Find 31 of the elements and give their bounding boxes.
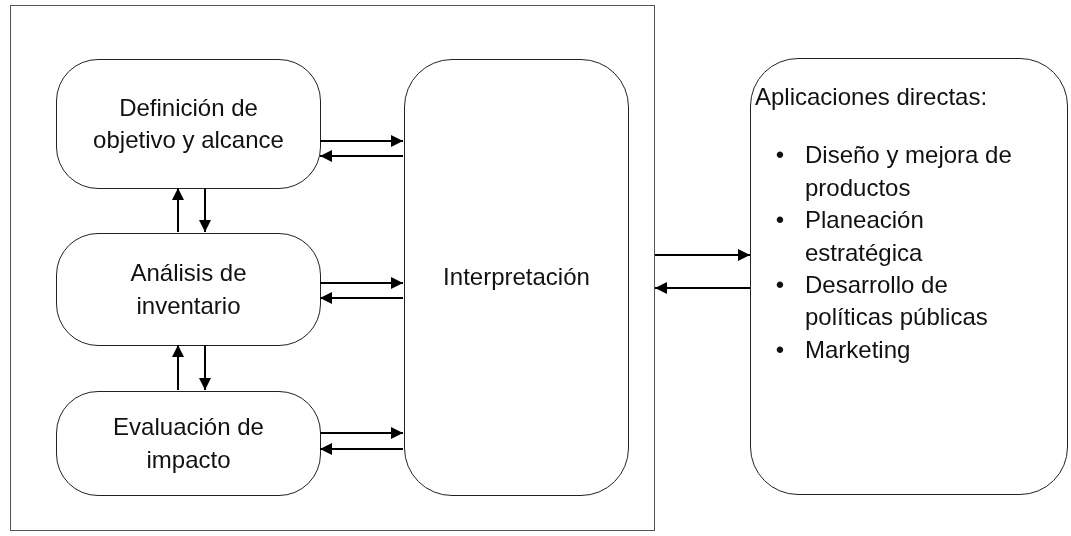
arrow: [319, 427, 404, 439]
process-box: [404, 59, 629, 496]
bullet-mark: •: [774, 205, 786, 236]
framework-frame: [10, 5, 655, 531]
arrow: [319, 135, 404, 147]
node-label: Análisis de inventario: [129, 258, 248, 321]
arrow: [319, 292, 404, 304]
arrow: [654, 282, 751, 294]
arrow: [319, 150, 404, 162]
arrow: [319, 443, 404, 455]
bullet-mark: •: [774, 140, 786, 171]
process-box: [56, 59, 321, 189]
applications-box: [750, 58, 1068, 495]
bullet-mark: •: [774, 334, 786, 365]
arrow: [654, 249, 751, 261]
list-item: Planeación estratégica: [805, 205, 925, 268]
arrow: [199, 344, 211, 391]
list-item: Desarrollo de políticas públicas: [805, 269, 989, 333]
arrow: [319, 277, 404, 289]
arrow: [172, 187, 184, 233]
process-box: [56, 391, 321, 496]
list-item: Diseño y mejora de productos: [805, 140, 1013, 203]
arrow: [199, 187, 211, 233]
process-box: [56, 233, 321, 346]
node-label: Evaluación de impacto: [112, 412, 265, 475]
list-item: Marketing: [805, 334, 911, 365]
bullet-mark: •: [774, 269, 786, 300]
node-label: Definición de objetivo y alcance: [92, 92, 285, 155]
box-heading: Aplicaciones directas:: [755, 82, 988, 112]
arrow: [172, 344, 184, 391]
node-label: Interpretación: [443, 262, 590, 293]
